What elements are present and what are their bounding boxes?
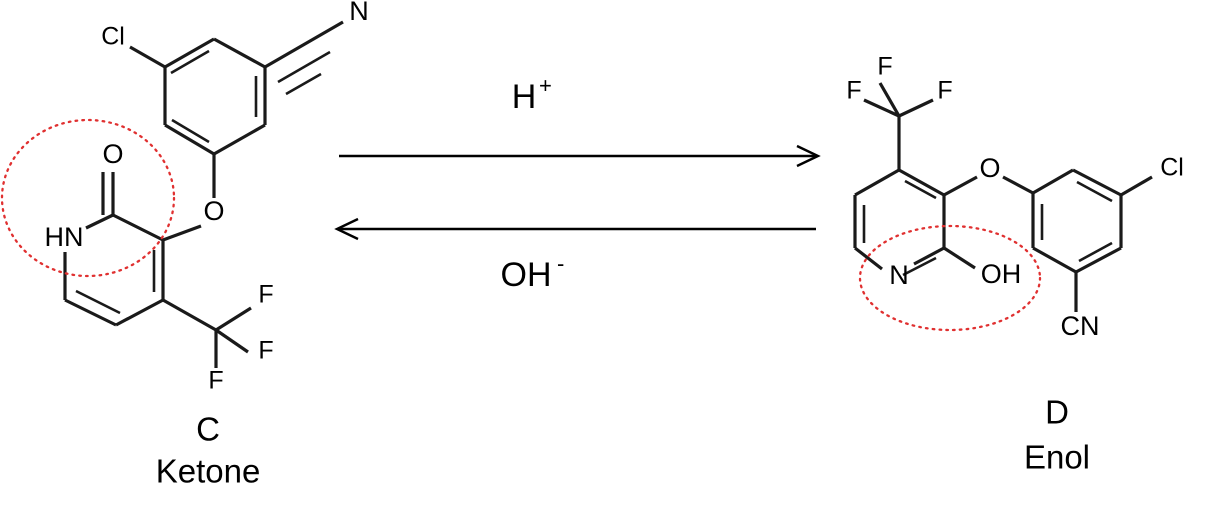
left-carbonyl-group	[101, 172, 115, 215]
atom-label-ether-o-left: O	[203, 196, 224, 226]
left-nitrile-group	[264, 20, 344, 96]
left-ether-linkage	[162, 154, 216, 242]
right-caption: D Enol	[1024, 394, 1090, 476]
reagent-hplus-charge: +	[539, 73, 552, 98]
atom-label-f3-right: F	[937, 77, 952, 105]
highlight-ellipse-enol	[858, 224, 1042, 332]
forward-reagent-label: H +	[512, 73, 552, 116]
left-pyridinone-ring	[63, 213, 165, 327]
caption-left-name: Ketone	[156, 453, 261, 490]
right-benzene-ring	[1031, 168, 1123, 274]
caption-left-id: C	[196, 411, 220, 448]
forward-arrow	[339, 144, 821, 168]
atom-label-nitrile-n-left: N	[349, 0, 369, 26]
atom-label-cl-left: Cl	[101, 23, 125, 51]
caption-right-id: D	[1045, 394, 1069, 431]
atom-label-ether-o-right: O	[979, 153, 1000, 183]
reverse-arrow	[334, 217, 816, 241]
highlight-circle-ketone	[0, 118, 176, 278]
atom-label-f1-left: F	[258, 281, 273, 309]
atom-label-f1-right: F	[877, 53, 892, 81]
left-structure-ketone: Cl N O	[0, 0, 369, 395]
atom-label-carbonyl-o-left: O	[102, 139, 123, 169]
atom-label-oh-right: OH	[981, 259, 1022, 289]
atom-label-f3-left: F	[208, 367, 223, 395]
left-caption: C Ketone	[156, 411, 261, 490]
reagent-ohminus-text: OH	[501, 256, 552, 294]
atom-label-cn-right: CN	[1061, 311, 1100, 341]
left-trifluoromethyl-group	[162, 298, 252, 368]
reverse-reagent-label: OH -	[501, 251, 565, 294]
atom-label-hn-left: HN	[45, 222, 84, 252]
atom-label-f2-right: F	[846, 77, 861, 105]
reagent-ohminus-charge: -	[557, 251, 564, 276]
atom-label-ring-n-right: N	[889, 260, 909, 290]
right-ether-linkage	[943, 175, 1034, 197]
right-hydroxyl-bond	[943, 246, 976, 270]
reagent-hplus-text: H	[512, 78, 537, 116]
equilibrium-arrows	[334, 144, 821, 241]
right-chloro-substituent	[1120, 175, 1153, 197]
right-trifluoromethyl-group	[863, 82, 934, 170]
left-chloro-substituent	[129, 45, 166, 69]
atom-label-f2-left: F	[258, 337, 273, 365]
right-structure-enol: F F F N OH	[846, 53, 1183, 342]
caption-right-name: Enol	[1024, 439, 1090, 476]
atom-label-cl-right: Cl	[1160, 154, 1184, 182]
left-benzene-ring	[163, 37, 267, 156]
right-pyridine-ring	[853, 168, 946, 277]
